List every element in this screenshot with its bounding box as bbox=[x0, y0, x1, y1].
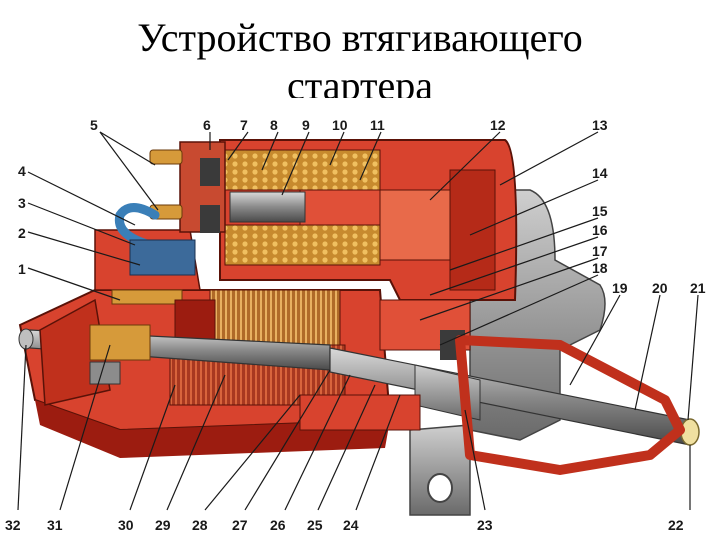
label-11: 11 bbox=[370, 117, 385, 133]
label-6: 6 bbox=[203, 117, 211, 133]
label-20: 20 bbox=[652, 280, 668, 296]
label-1: 1 bbox=[18, 261, 26, 277]
label-5: 5 bbox=[90, 117, 98, 133]
label-30: 30 bbox=[118, 517, 134, 533]
label-15: 15 bbox=[592, 203, 608, 219]
label-8: 8 bbox=[270, 117, 278, 133]
terminal-block bbox=[149, 141, 226, 233]
label-7: 7 bbox=[240, 117, 248, 133]
label-2: 2 bbox=[18, 225, 26, 241]
label-28: 28 bbox=[192, 517, 208, 533]
solenoid-relay bbox=[219, 139, 518, 301]
label-17: 17 bbox=[592, 243, 608, 259]
rear-end-cover bbox=[39, 298, 151, 406]
label-21: 21 bbox=[690, 280, 706, 296]
label-13: 13 bbox=[592, 117, 608, 133]
label-18: 18 bbox=[592, 260, 608, 276]
label-27: 27 bbox=[232, 517, 248, 533]
label-3: 3 bbox=[18, 195, 26, 211]
leader-lines bbox=[17, 131, 699, 511]
title-line-2: стартера bbox=[287, 63, 433, 98]
drive-end-cover bbox=[455, 335, 685, 475]
part-labels: 5 6 7 8 9 10 11 12 13 14 15 16 17 18 19 … bbox=[5, 117, 706, 533]
slide-title: Устройство втягивающего стартера bbox=[0, 14, 720, 98]
label-19: 19 bbox=[612, 280, 628, 296]
label-23: 23 bbox=[477, 517, 493, 533]
label-31: 31 bbox=[47, 517, 63, 533]
label-22: 22 bbox=[668, 517, 684, 533]
label-4: 4 bbox=[18, 163, 26, 179]
label-26: 26 bbox=[270, 517, 286, 533]
brush-lead-wire bbox=[111, 203, 196, 305]
label-16: 16 bbox=[592, 222, 608, 238]
title-line-1: Устройство втягивающего bbox=[137, 15, 583, 60]
label-32: 32 bbox=[5, 517, 21, 533]
label-14: 14 bbox=[592, 165, 608, 181]
label-24: 24 bbox=[343, 517, 359, 533]
label-9: 9 bbox=[302, 117, 310, 133]
label-10: 10 bbox=[332, 117, 348, 133]
label-25: 25 bbox=[307, 517, 323, 533]
label-12: 12 bbox=[490, 117, 506, 133]
label-29: 29 bbox=[155, 517, 171, 533]
